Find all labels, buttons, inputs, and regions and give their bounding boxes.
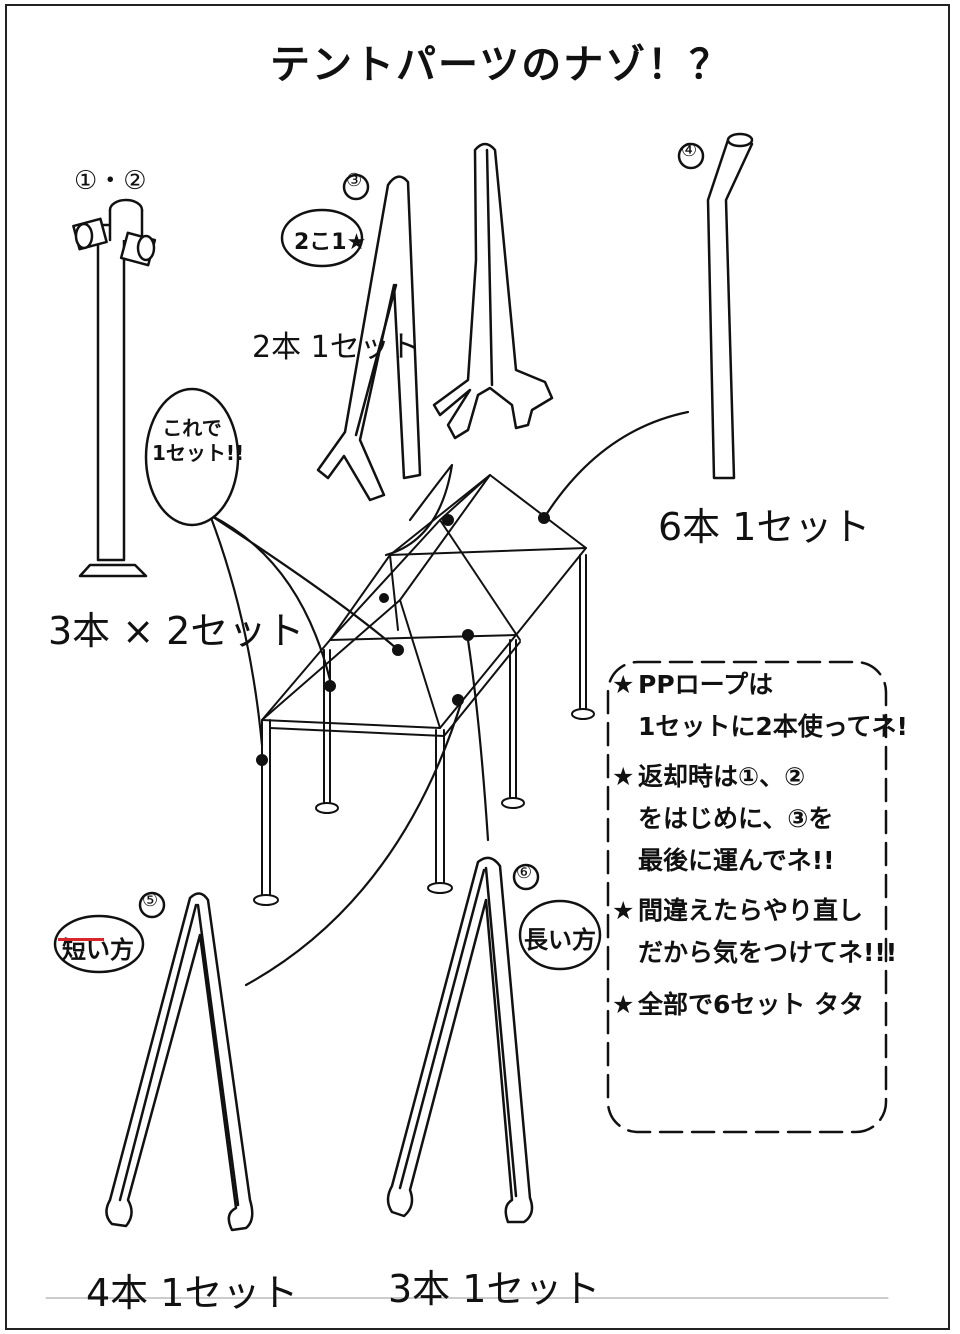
star-icon: ★ [612, 990, 635, 1019]
note-mistake: ★間違えたらやり直し [612, 890, 880, 932]
marker-circle-3 [342, 173, 370, 201]
part-5-pole [105, 892, 254, 1232]
badge-oval-6 [518, 899, 602, 971]
note-return-line-3: 最後に運んでネ!! [638, 846, 835, 875]
count-3: 2本 1セット [252, 330, 420, 365]
marker-5: ⑤ [142, 890, 159, 911]
marker-1-2: ①・② [74, 166, 147, 196]
note-total-suffix: タタ [814, 990, 865, 1019]
notes-list: ★PPロープは 1セットに2本使ってネ! ★返却時は①、② をはじめに、③を 最… [612, 664, 908, 1026]
marker-circle-5 [138, 891, 166, 919]
count-4: 6本 1セット [658, 505, 871, 549]
part-6-pole [386, 856, 534, 1224]
star-icon: ★ [612, 896, 635, 925]
marker-6: ⑥ [516, 862, 533, 883]
part-4-pole [706, 132, 754, 480]
note-mistake-line-1: 間違えたらやり直し [638, 896, 864, 925]
badge-5: 短い方 [62, 936, 134, 964]
marker-circle-6 [512, 863, 540, 891]
badge-3: 2こ1★ [294, 230, 367, 255]
badge-oval-3 [280, 208, 364, 268]
part-1-2-leg [72, 198, 157, 578]
page-title: テントパーツのナゾ！？ [270, 42, 732, 88]
callout-line-1: これで [162, 416, 222, 440]
badge-oval-5 [53, 914, 145, 974]
note-return: ★返却時は①、② [612, 756, 880, 798]
star-icon: ★ [612, 670, 635, 699]
star-icon: ★ [612, 762, 635, 791]
marker-4: ④ [681, 140, 698, 161]
note-rope-line-1: PPロープは [638, 670, 774, 699]
leader-lines [208, 410, 690, 987]
marker-circle-4 [677, 142, 705, 170]
note-mistake-line-2: だから気をつけてネ!!! [638, 938, 898, 967]
part-3-pole [316, 175, 422, 502]
note-rope-line-2: 1セットに2本使ってネ! [638, 712, 908, 741]
callout-bubble [144, 387, 240, 527]
callout-text: これで 1セット!! [152, 416, 245, 466]
page-border [5, 4, 950, 1330]
part-3-pole-pair [432, 142, 554, 440]
count-1-2: 3本 × 2セット [48, 609, 305, 653]
note-return-line-1: 返却時は①、② [638, 762, 806, 791]
note-total: ★全部で6セット タタ [612, 984, 880, 1026]
callout-line-2: 1セット!! [152, 441, 245, 465]
badge-6: 長い方 [524, 926, 596, 954]
notes-box [606, 660, 888, 1134]
marker-3: ③ [346, 170, 363, 191]
note-return-line-2: をはじめに、③を [638, 804, 834, 833]
badge-5-strike [58, 938, 104, 941]
note-rope: ★PPロープは [612, 664, 880, 706]
note-total-line-1: 全部で6セット [638, 990, 806, 1019]
tent-frame [253, 474, 595, 906]
count-6: 3本 1セット [388, 1267, 601, 1311]
count-5: 4本 1セット [86, 1271, 299, 1315]
